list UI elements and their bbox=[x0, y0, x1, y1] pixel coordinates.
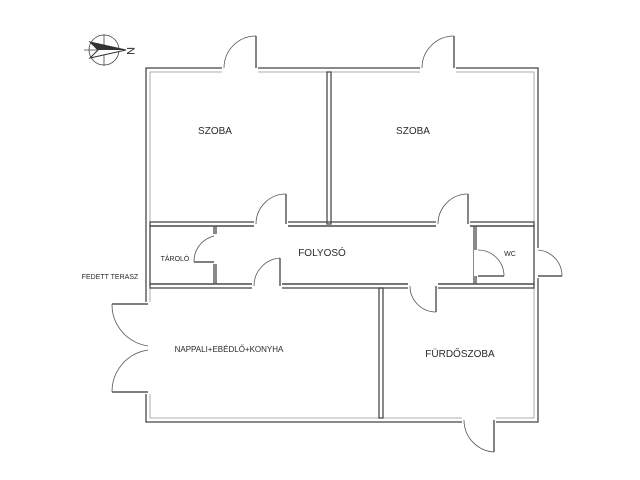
room-label-bedroom-2: SZOBA bbox=[396, 126, 430, 137]
room-labels: SZOBA SZOBA TÁROLÓ FOLYOSÓ WC NAPPALI+EB… bbox=[82, 126, 516, 360]
outside-label-terrace: FEDETT TERASZ bbox=[82, 274, 139, 281]
room-label-hallway: FOLYOSÓ bbox=[298, 246, 346, 259]
room-label-living: NAPPALI+EBÉDLŐ+KONYHA bbox=[175, 345, 284, 354]
room-label-wc: WC bbox=[504, 251, 516, 258]
room-label-bedroom-1: SZOBA bbox=[198, 126, 232, 137]
doors bbox=[111, 35, 563, 453]
room-label-storage: TÁROLÓ bbox=[161, 254, 190, 263]
outer-walls bbox=[145, 67, 539, 423]
interior-walls bbox=[149, 71, 535, 419]
room-label-bathroom: FÜRDŐSZOBA bbox=[425, 346, 495, 360]
north-arrow-icon: N bbox=[84, 34, 136, 66]
compass-letter: N bbox=[124, 47, 136, 55]
